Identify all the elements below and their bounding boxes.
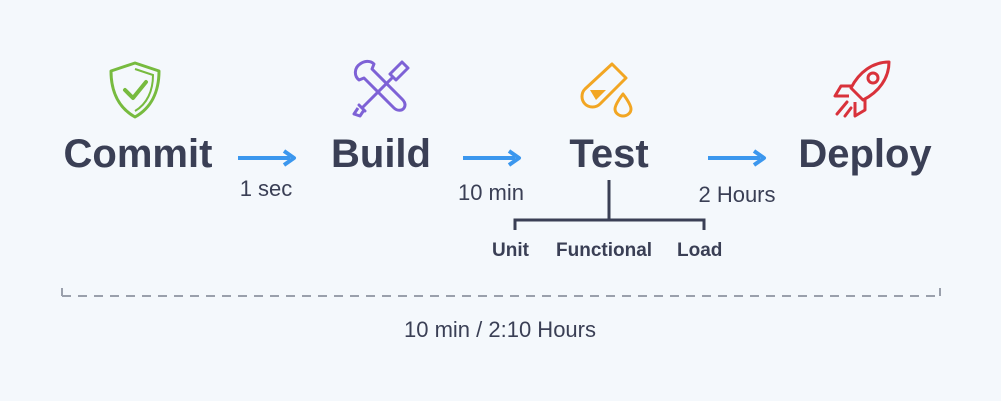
test-type-functional: Functional: [556, 240, 653, 261]
tools-icon: [350, 58, 412, 120]
stage-commit: Commit: [63, 132, 213, 176]
duration-build-test: 10 min: [457, 180, 525, 205]
arrow-test-deploy: [708, 148, 768, 173]
total-duration: 10 min / 2:10 Hours: [404, 317, 596, 342]
test-bracket: [510, 180, 710, 240]
stage-test: Test: [569, 132, 649, 176]
arrow-build-test: [463, 148, 523, 173]
total-span-line: [60, 284, 942, 305]
rocket-icon: [833, 58, 895, 120]
duration-commit-build: 1 sec: [239, 176, 293, 201]
arrow-commit-build: [238, 148, 298, 173]
stage-deploy: Deploy: [798, 132, 932, 176]
test-type-unit: Unit: [492, 240, 529, 261]
stage-build: Build: [331, 132, 431, 176]
test-type-load: Load: [677, 240, 723, 261]
test-tube-icon: [578, 60, 640, 120]
shield-check-icon: [105, 60, 165, 120]
duration-test-deploy: 2 Hours: [698, 182, 776, 207]
